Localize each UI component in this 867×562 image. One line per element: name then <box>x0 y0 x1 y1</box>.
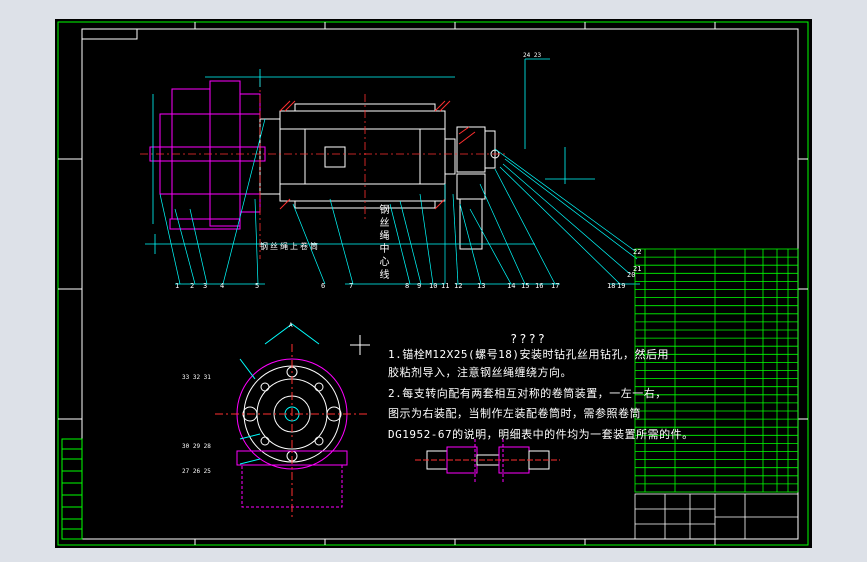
drawing-sheet: ???? 1.锚栓M12X25(螺号18)安装时钻孔丝用钻孔，然后用 胶粘剂导入… <box>55 19 812 548</box>
callout-8: 8 <box>405 282 410 290</box>
cross-marker <box>350 335 370 355</box>
callout-1: 1 <box>175 282 180 290</box>
side-callout-3: 27 26 25 <box>182 468 211 475</box>
dimension-lines <box>145 58 595 254</box>
small-assembly <box>415 439 560 484</box>
note-line-4: 图示为右装配，当制作左装配卷筒时，需参照卷筒 <box>388 407 641 420</box>
callout-7: 7 <box>349 282 354 290</box>
callout-10: 10 <box>429 282 438 290</box>
title-block <box>634 493 799 540</box>
callout-14: 14 <box>507 282 516 290</box>
gear-box <box>456 126 500 250</box>
callout-18: 18 <box>607 282 616 290</box>
zone-ticks <box>58 22 808 545</box>
callout-top: 24 23 <box>523 52 542 59</box>
outer-border <box>57 21 809 546</box>
callout-3: 3 <box>203 282 208 290</box>
left-revision-table <box>61 438 83 540</box>
bearing-hatch <box>279 100 476 210</box>
callout-13: 13 <box>477 282 486 290</box>
callout-4: 4 <box>220 282 225 290</box>
callout-5: 5 <box>255 282 260 290</box>
note-line-5: DG1952-67的说明，明细表中的件均为一套装置所需的件。 <box>388 428 694 441</box>
callout-12: 12 <box>454 282 463 290</box>
parts-list-table <box>634 248 799 493</box>
drawing-code: ???? <box>510 332 547 346</box>
rope-centerline-label: 钢丝绳中心线 <box>377 204 388 282</box>
callout-19: 19 <box>617 282 626 290</box>
note-line-2: 胶粘剂导入，注意钢丝绳缠绕方向。 <box>388 366 572 379</box>
callout-22: 22 <box>633 248 642 256</box>
leader-lines <box>159 118 640 285</box>
side-callout-1: 33 32 31 <box>182 374 211 381</box>
side-view <box>215 323 370 519</box>
note-line-3: 2.每支转向配有两套相互对称的卷筒装置，一左一右， <box>388 387 667 400</box>
section-mark: A <box>289 322 293 329</box>
cad-drawing <box>57 21 809 546</box>
rope-drum-label: 钢丝绳上卷筒 <box>260 242 320 251</box>
callout-21: 21 <box>633 265 642 273</box>
center-lines <box>140 79 505 259</box>
callout-16: 16 <box>535 282 544 290</box>
callout-20: 20 <box>627 271 636 279</box>
callout-11: 11 <box>441 282 450 290</box>
callout-6: 6 <box>321 282 326 290</box>
callout-17: 17 <box>551 282 560 290</box>
callout-2: 2 <box>190 282 195 290</box>
drum-body <box>259 103 456 209</box>
motor-body <box>149 80 266 230</box>
note-line-1: 1.锚栓M12X25(螺号18)安装时钻孔丝用钻孔，然后用 <box>388 348 669 361</box>
callout-9: 9 <box>417 282 422 290</box>
corner-stamp <box>81 28 138 40</box>
callout-15: 15 <box>521 282 530 290</box>
side-callout-2: 30 29 28 <box>182 443 211 450</box>
